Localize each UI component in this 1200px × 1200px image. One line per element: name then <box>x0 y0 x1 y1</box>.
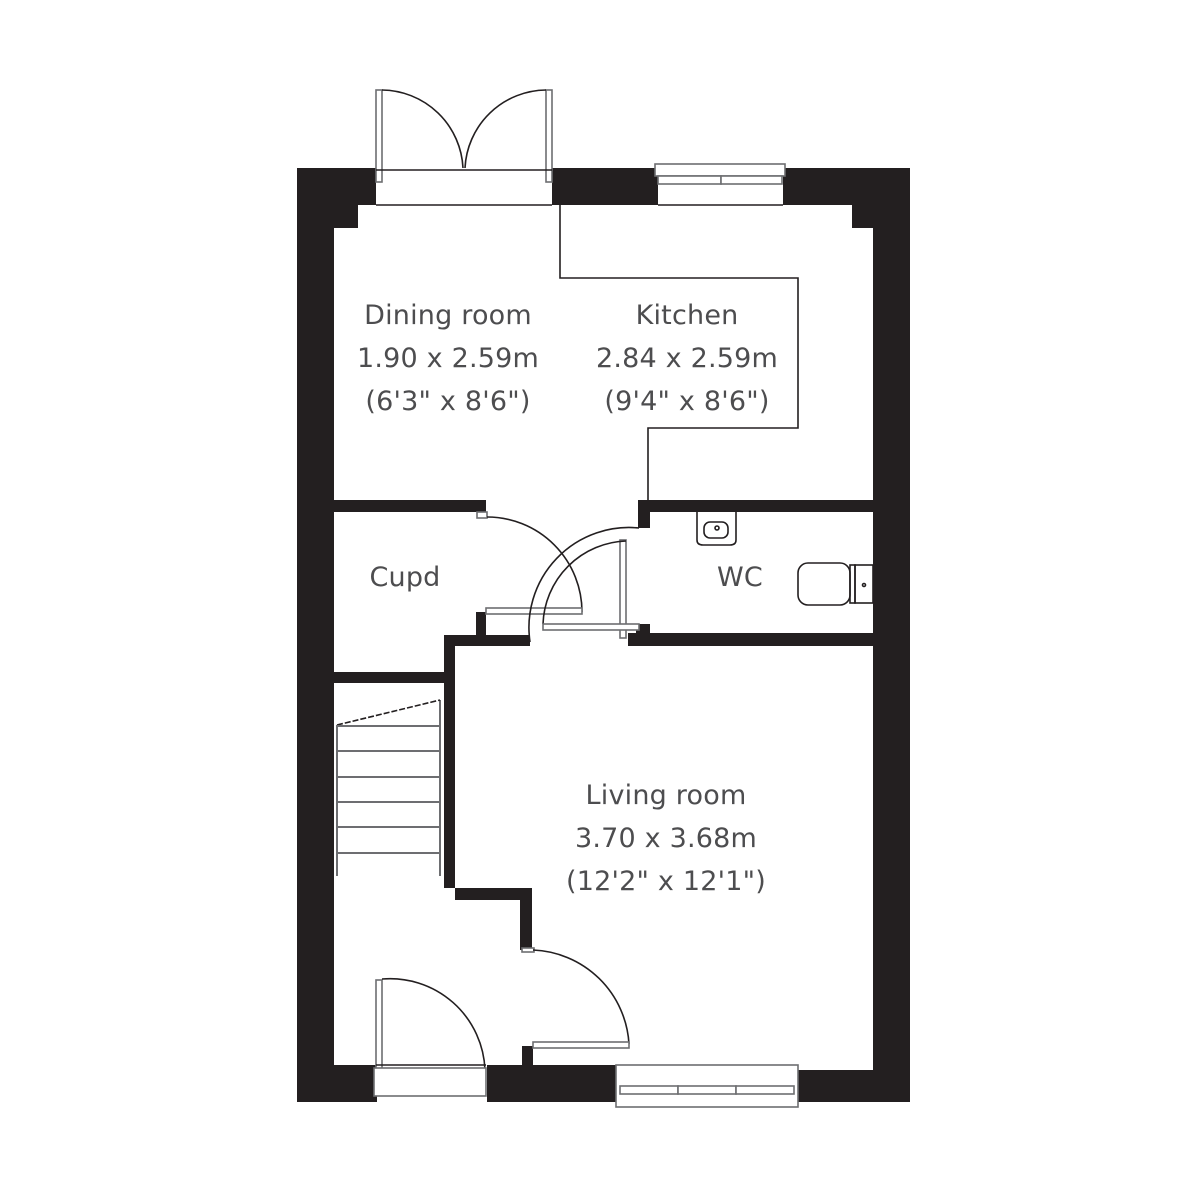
living-room-name: Living room <box>585 780 747 811</box>
living-room-metric: 3.70 x 3.68m <box>574 823 758 854</box>
kitchen-label: Kitchen 2.84 x 2.59m (9'4" x 8'6") <box>574 294 800 423</box>
kitchen-metric: 2.84 x 2.59m <box>595 343 779 374</box>
dining-room-name: Dining room <box>364 300 532 331</box>
kitchen-counter-outline <box>559 205 799 500</box>
cupboard-door[interactable] <box>476 511 583 615</box>
toilet-icon <box>797 562 874 606</box>
kitchen-window <box>654 163 786 206</box>
front-door[interactable] <box>373 977 487 1097</box>
living-room-label: Living room 3.70 x 3.68m (12'2" x 12'1") <box>553 774 779 903</box>
internal-walls <box>334 500 873 1068</box>
cupboard-name: Cupd <box>369 562 441 593</box>
living-room-window <box>615 1064 799 1108</box>
wc-name: WC <box>717 562 763 593</box>
hall-door[interactable] <box>521 947 630 1049</box>
staircase <box>336 699 441 876</box>
french-doors[interactable] <box>375 89 553 206</box>
wash-basin-icon <box>696 512 737 546</box>
dining-room-imperial: (6'3" x 8'6") <box>365 386 531 417</box>
living-room-imperial: (12'2" x 12'1") <box>566 866 766 897</box>
dining-room-metric: 1.90 x 2.59m <box>356 343 540 374</box>
dining-room-label: Dining room 1.90 x 2.59m (6'3" x 8'6") <box>335 294 561 423</box>
kitchen-name: Kitchen <box>635 300 739 331</box>
wc-door[interactable] <box>528 526 640 643</box>
external-walls <box>297 168 910 1102</box>
kitchen-imperial: (9'4" x 8'6") <box>604 386 770 417</box>
cupboard-label: Cupd <box>345 556 465 599</box>
wc-label: WC <box>700 556 780 599</box>
